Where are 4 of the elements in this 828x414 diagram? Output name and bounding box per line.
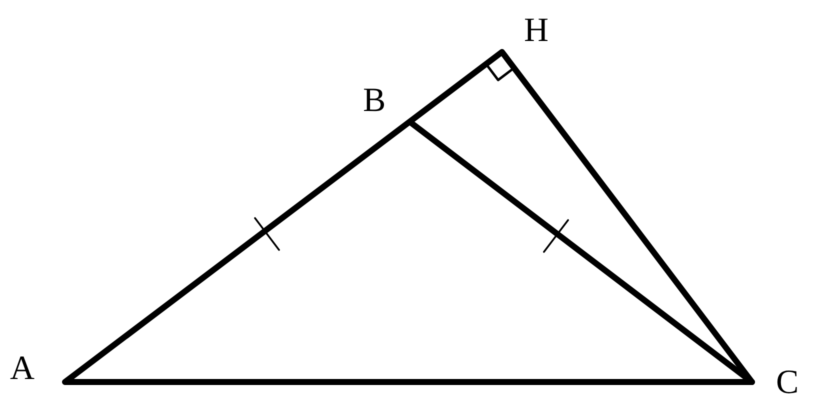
point-label: A: [10, 352, 35, 386]
point-label: C: [776, 366, 799, 400]
point-label: H: [524, 14, 549, 48]
point-label: B: [363, 84, 386, 118]
